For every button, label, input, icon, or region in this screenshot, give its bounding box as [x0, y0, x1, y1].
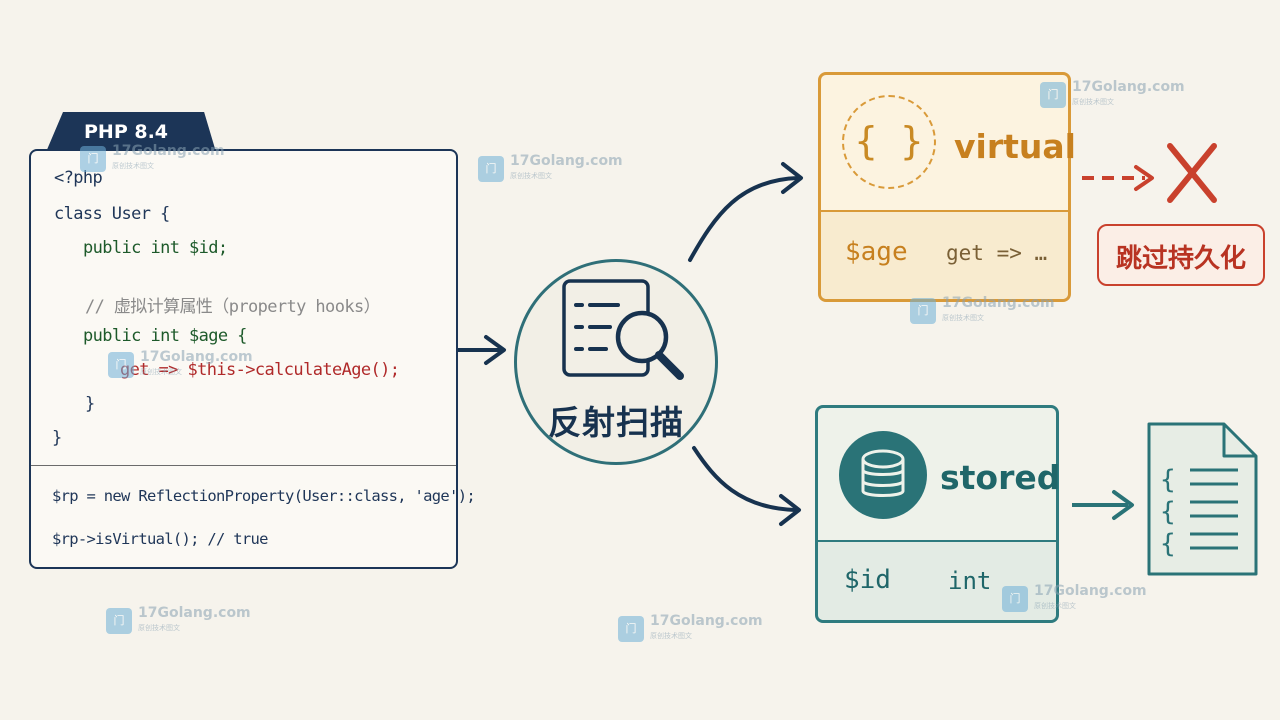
watermark-text: 17Golang.com	[942, 295, 1055, 311]
arrow-scan-to-stored	[692, 446, 801, 526]
x-mark-icon	[1167, 143, 1217, 203]
watermark-logo-icon: 门	[1040, 82, 1066, 108]
code-divider	[31, 465, 456, 466]
svg-text:{: {	[1160, 497, 1176, 527]
arrow-stored-to-document	[1072, 490, 1134, 520]
watermark-text: 17Golang.com	[112, 143, 225, 159]
svg-text:{: {	[1160, 465, 1176, 495]
code-panel: <?php class User { public int $id; // 虚拟…	[29, 149, 476, 569]
stored-property-type: int	[948, 567, 992, 595]
watermark-logo-icon: 门	[80, 146, 106, 172]
code-line: class User {	[54, 204, 170, 224]
watermark-logo-icon: 门	[478, 156, 504, 182]
watermark-logo-icon: 门	[108, 352, 134, 378]
reflection-line: $rp = new ReflectionProperty(User::class…	[52, 487, 476, 505]
scan-label: 反射扫描	[548, 403, 684, 442]
virtual-card-footer	[821, 212, 1068, 299]
watermark-text: 17Golang.com	[140, 349, 253, 365]
arrow-code-to-scan	[458, 335, 506, 365]
brace-icon: { }	[842, 95, 936, 189]
watermark-text: 17Golang.com	[138, 605, 251, 621]
virtual-title: virtual	[954, 127, 1076, 166]
watermark-logo-icon: 门	[1002, 586, 1028, 612]
arrow-virtual-to-skip	[1082, 165, 1154, 191]
watermark-subtext: 原创技术图文	[138, 624, 180, 632]
watermark-subtext: 原创技术图文	[1034, 602, 1076, 610]
reflection-line: $rp->isVirtual(); // true	[52, 530, 268, 548]
version-tab-label: PHP 8.4	[84, 121, 169, 143]
virtual-property-card: { } virtual $age get => …	[818, 72, 1076, 302]
code-line: public int $id;	[83, 238, 228, 258]
svg-text:{: {	[1160, 529, 1176, 559]
watermark-subtext: 原创技术图文	[650, 632, 692, 640]
skip-persistence-label: 跳过持久化	[1115, 244, 1246, 274]
watermark-subtext: 原创技术图文	[1072, 98, 1114, 106]
watermark-subtext: 原创技术图文	[112, 162, 154, 170]
watermark-text: 17Golang.com	[650, 613, 763, 629]
stored-title: stored	[940, 458, 1061, 497]
skip-persistence-badge: 跳过持久化	[1097, 224, 1265, 286]
database-glyph	[861, 449, 905, 497]
code-comment: // 虚拟计算属性（property hooks）	[85, 297, 381, 317]
stored-property-name: $id	[844, 565, 891, 595]
watermark-logo-icon: 门	[106, 608, 132, 634]
code-line: }	[52, 428, 62, 448]
magnifier-list-icon	[562, 279, 684, 380]
reflection-scan-node: 反射扫描	[514, 259, 718, 465]
virtual-accessor: get => …	[946, 241, 1048, 265]
database-icon	[839, 431, 927, 519]
watermark-subtext: 原创技术图文	[140, 368, 182, 376]
virtual-card-divider	[821, 210, 1068, 212]
watermark-text: 17Golang.com	[510, 153, 623, 169]
brace-glyph: { }	[854, 119, 924, 163]
watermark-text: 17Golang.com	[1034, 583, 1147, 599]
watermark-logo-icon: 门	[910, 298, 936, 324]
code-line: public int $age {	[83, 326, 247, 346]
code-line: }	[85, 394, 95, 414]
watermark-subtext: 原创技术图文	[942, 314, 984, 322]
json-document-icon: { { {	[1147, 422, 1258, 576]
arrow-scan-to-virtual	[688, 162, 803, 262]
virtual-property-name: $age	[845, 237, 908, 267]
code-line: <?php	[54, 168, 103, 188]
stored-card-divider	[818, 540, 1056, 542]
watermark-logo-icon: 门	[618, 616, 644, 642]
watermark-text: 17Golang.com	[1072, 79, 1185, 95]
version-tab: PHP 8.4	[46, 112, 216, 152]
watermark-subtext: 原创技术图文	[510, 172, 552, 180]
